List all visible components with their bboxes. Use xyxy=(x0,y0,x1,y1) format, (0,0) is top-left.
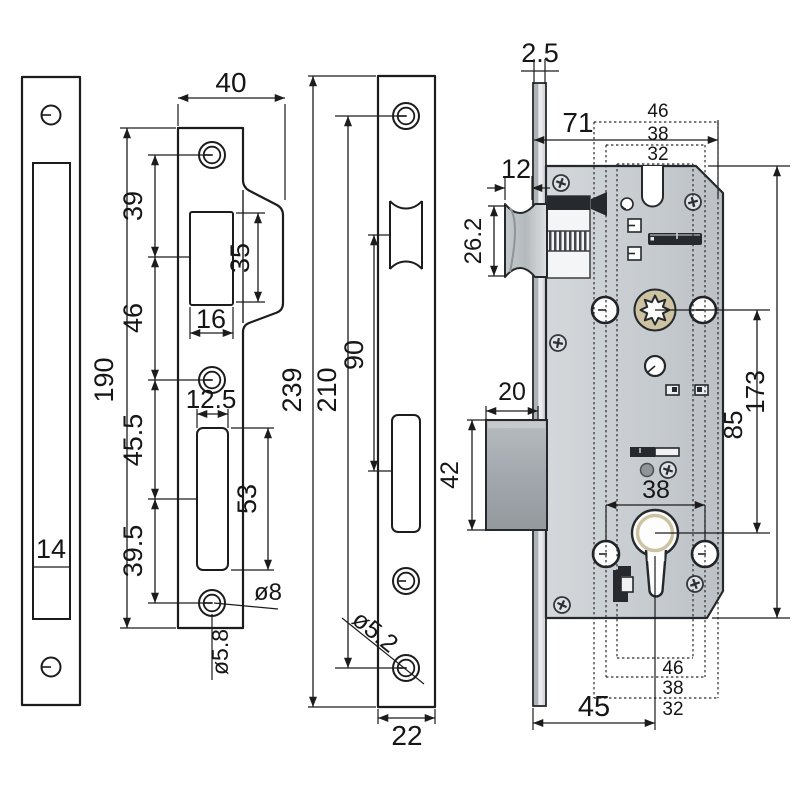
dim-p2-screw-to-latch: 39 xyxy=(118,191,148,221)
dim-p2-length: 190 xyxy=(89,357,119,402)
dim-p2-bolt-height: 53 xyxy=(232,484,262,514)
dim-p1-slot-width: 14 xyxy=(36,534,66,564)
dim-p3-length: 239 xyxy=(277,367,307,412)
dim-b-latch-width: 12 xyxy=(501,154,531,184)
dim-p2-latch-width: 16 xyxy=(196,304,226,334)
dim-b-bot-inner: 32 xyxy=(662,699,683,720)
dim-b-backset: 45 xyxy=(578,691,610,723)
dim-b-bot-centers: 38 xyxy=(662,678,683,699)
strike-plate: 40 190 39 46 45.5 39.5 35 16 12.5 xyxy=(89,67,286,680)
euro-cylinder-hole xyxy=(630,508,680,598)
dim-b-top-inner: 32 xyxy=(647,144,668,165)
deadbolt xyxy=(485,419,548,531)
dim-b-bolt-throw: 20 xyxy=(498,378,526,406)
dim-b-latch-height: 26.2 xyxy=(460,218,487,265)
dim-b-faceplate-thickness: 2.5 xyxy=(521,38,559,68)
dim-p2-hole-inner: ø5.8 xyxy=(207,629,233,675)
dim-b-top-outer: 46 xyxy=(647,101,668,122)
dim-p2-hole-outer: ø8 xyxy=(254,579,282,606)
dim-p2-bolt-width: 12.5 xyxy=(186,384,237,414)
dim-b-bolt-height: 42 xyxy=(436,461,464,489)
dim-p2-bolt-to-screw: 39.5 xyxy=(118,525,148,578)
dim-p3-latch-to-bolt: 90 xyxy=(339,340,369,370)
dim-b-top-centers: 38 xyxy=(647,124,668,145)
dim-p2-width: 40 xyxy=(215,67,246,98)
dim-p2-latch-height: 35 xyxy=(225,243,255,273)
lock-body-dimensions: 2.5 71 46 38 32 46 38 32 12 2 xyxy=(436,38,790,730)
dim-b-hole-centers: 38 xyxy=(642,476,670,504)
dim-b-edge-to-handle: 71 xyxy=(562,107,593,138)
dim-p3-width: 22 xyxy=(391,720,422,751)
strike-box-plate: 14 xyxy=(20,75,82,707)
dim-b-handle-to-cyl: 85 xyxy=(718,411,748,440)
faceplate-front-view: 239 210 90 ø5.2 22 xyxy=(277,74,437,751)
dim-p3-screw-spacing: 210 xyxy=(312,367,342,412)
lock-faceplate-edge xyxy=(532,82,547,707)
dim-p2-latch-to-screw: 46 xyxy=(118,303,148,333)
dim-p2-screw-to-bolt: 45.5 xyxy=(118,414,148,467)
dim-b-bot-outer: 46 xyxy=(662,658,683,679)
dim-b-body-length: 173 xyxy=(740,370,770,413)
